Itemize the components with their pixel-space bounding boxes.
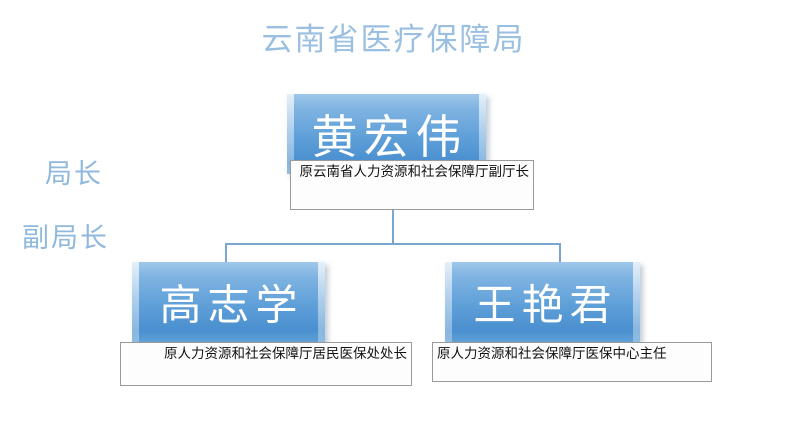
org-node-right-name: 王艳君 xyxy=(473,283,618,330)
org-node-left[interactable]: 高志学 xyxy=(132,262,325,342)
role-label-director: 局长 xyxy=(45,159,103,189)
role-label-deputy: 副局长 xyxy=(22,223,109,253)
org-node-left-name: 高志学 xyxy=(159,283,304,330)
org-node-right[interactable]: 王艳君 xyxy=(445,262,640,342)
org-node-right-caption: 原人力资源和社会保障厅医保中心主任 xyxy=(432,342,712,382)
org-node-top-name: 黄宏伟 xyxy=(311,112,468,163)
connector-vertical-to-left-child xyxy=(225,243,227,263)
connector-vertical-to-right-child xyxy=(559,243,561,263)
connector-vertical-from-top xyxy=(392,208,394,244)
connector-horizontal-bar xyxy=(225,243,561,245)
page-title: 云南省医疗保障局 xyxy=(261,22,526,57)
org-node-top-caption: 原云南省人力资源和社会保障厅副厅长 xyxy=(290,160,534,210)
org-node-left-caption: 原人力资源和社会保障厅居民医保处处长 xyxy=(120,342,412,386)
